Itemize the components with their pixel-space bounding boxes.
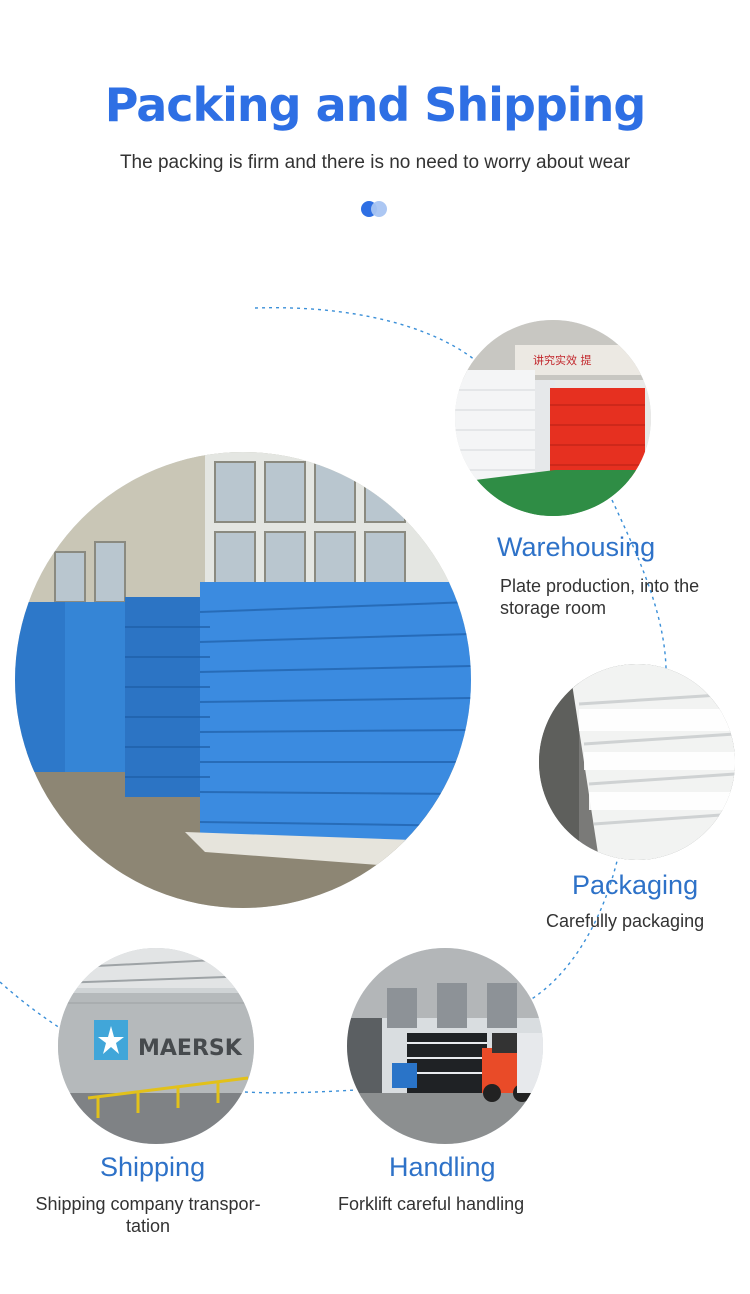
shipping-label: Shipping bbox=[100, 1152, 206, 1182]
packaging-desc: Carefully packaging bbox=[546, 911, 705, 931]
handling-label: Handling bbox=[389, 1152, 496, 1182]
page-title: Packing and Shipping bbox=[104, 78, 647, 132]
container-brand: MAERSK bbox=[138, 1036, 243, 1061]
handling-desc: Forklift careful handling bbox=[338, 1194, 525, 1214]
warehouse-sign: 讲究实效 提 bbox=[533, 353, 592, 367]
dot-inactive bbox=[371, 201, 387, 217]
forklift-photo bbox=[347, 948, 543, 1144]
warehousing-desc: Plate production, into the storage room bbox=[500, 576, 700, 618]
container-photo: MAERSK bbox=[58, 948, 254, 1144]
main-pallets-photo bbox=[15, 452, 471, 908]
shipping-desc: Shipping company transpor-tation bbox=[35, 1194, 261, 1236]
warehousing-label: Warehousing bbox=[497, 532, 656, 562]
packaging-label: Packaging bbox=[572, 870, 699, 900]
packaging-photo bbox=[539, 664, 735, 860]
pagination-dots bbox=[361, 201, 391, 217]
warehouse-photo: 讲究实效 提 bbox=[455, 320, 651, 516]
page-subtitle: The packing is firm and there is no need… bbox=[119, 152, 631, 173]
